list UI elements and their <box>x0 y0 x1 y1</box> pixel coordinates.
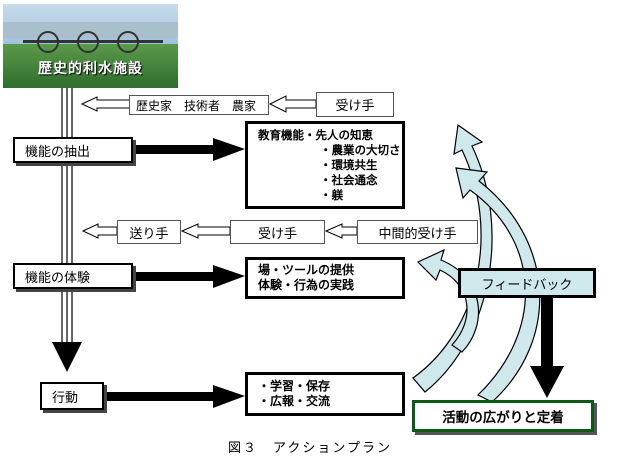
left-arrow-roles2-b <box>180 223 231 239</box>
feedback-curve-3 <box>416 248 480 353</box>
main-vertical-line <box>61 88 73 342</box>
spread-and-establish-box: 活動の広がりと定着 <box>412 400 594 432</box>
receiver-box-1: 受け手 <box>316 92 394 117</box>
landscape-image <box>3 4 178 88</box>
intermediate-receiver-box: 中間的受け手 <box>357 220 478 244</box>
stage-experience: 機能の体験 <box>13 263 133 289</box>
right-arrow-action <box>107 385 245 408</box>
feedback-box: フィードバック <box>458 268 596 298</box>
left-arrow-roles2-c <box>324 223 358 239</box>
right-arrow-experience <box>135 265 245 288</box>
left-arrow-roles2-a <box>81 223 118 239</box>
experience-list-box: 場・ツールの提供 体験・行為の実践 <box>245 257 405 299</box>
education-item: ・農業の大切さ <box>320 142 401 157</box>
action-item: ・広報・交流 <box>258 394 331 408</box>
right-arrow-extract <box>135 138 245 161</box>
education-item: ・環境共生 <box>320 157 378 172</box>
receiver-box-2: 受け手 <box>230 220 325 244</box>
actors-box: 歴史家 技術者 農家 <box>129 95 269 115</box>
down-arrow-feedback <box>530 296 564 398</box>
left-arrow-roles1-a <box>80 96 131 112</box>
experience-item: 体験・行為の実践 <box>258 278 355 292</box>
action-item: ・学習・保存 <box>258 379 331 393</box>
down-arrow-head <box>52 342 82 372</box>
feedback-curve-2 <box>455 167 541 403</box>
sender-box: 送り手 <box>117 220 181 244</box>
stage-extract: 機能の抽出 <box>13 137 133 163</box>
historic-facility-photo: 歴史的利水施設 <box>3 4 178 88</box>
education-item: ・社会通念 <box>320 172 378 187</box>
education-title: 教育機能・先人の知恵 <box>258 127 373 142</box>
stage-action: 行動 <box>40 382 104 410</box>
left-arrow-roles1-b <box>268 95 317 113</box>
action-list-box: ・学習・保存 ・広報・交流 <box>245 372 405 416</box>
experience-item: 場・ツールの提供 <box>258 263 355 277</box>
photo-title: 歴史的利水施設 <box>38 61 143 77</box>
figure-caption: 図３ アクションプラン <box>228 441 392 456</box>
education-item: ・躾 <box>320 187 343 202</box>
education-box: 教育機能・先人の知恵 ・農業の大切さ ・環境共生 ・社会通念 ・躾 <box>245 121 405 209</box>
